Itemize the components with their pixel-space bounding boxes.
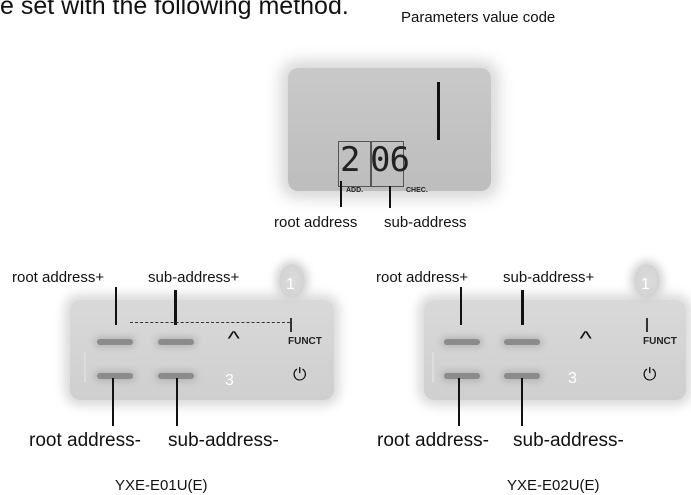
c1-funct-guide [290, 318, 292, 332]
c1-sub-plus-button[interactable] [158, 339, 194, 345]
c2-marker-2: 2 [390, 360, 399, 377]
c2-root-minus-label: root address- [377, 430, 489, 451]
c1-sub-plus-label: sub-address+ [148, 269, 240, 286]
c1-power-icon[interactable]: ⏻ [293, 365, 307, 384]
c2-root-minus-line [458, 378, 460, 426]
c1-marker-2: 2 [44, 360, 53, 377]
chec-label: CHEC. [406, 187, 428, 194]
c2-marker-1: 1 [641, 276, 650, 293]
c2-root-plus-button[interactable] [444, 339, 480, 345]
c2-sub-minus-line [521, 378, 523, 426]
c2-funct-guide [646, 318, 648, 332]
root-digit-frame [338, 141, 371, 187]
sub-address-label: sub-address [384, 214, 467, 231]
c1-root-plus-line [115, 287, 117, 325]
c2-bracket-line [432, 352, 434, 382]
c1-sub-minus-line [176, 378, 178, 426]
c1-root-minus-label: root address- [29, 430, 141, 451]
c2-sub-minus-label: sub-address- [513, 430, 624, 451]
c2-sub-plus-button[interactable] [504, 339, 540, 345]
c1-marker-bump [279, 264, 305, 298]
c1-controller-panel [70, 300, 334, 400]
c2-marker-bump [634, 264, 660, 298]
c2-power-icon[interactable]: ⏻ [643, 365, 657, 384]
parameters-pointer-line [437, 82, 440, 140]
sub-pointer-line [389, 186, 391, 208]
c1-sub-minus-label: sub-address- [168, 430, 279, 451]
c2-funct-label: FUNCT [643, 336, 677, 347]
c1-root-minus-line [112, 378, 114, 426]
c1-dashed-guide [130, 322, 290, 323]
root-address-value: 2 [340, 140, 361, 180]
add-label: ADD. [346, 187, 364, 194]
c2-model-name: YXE-E02U(E) [507, 477, 600, 494]
c2-controller-panel [424, 300, 686, 400]
intro-text: e set with the following method. [0, 0, 349, 20]
c1-sub-plus-line [174, 290, 177, 325]
c2-root-plus-line [460, 287, 462, 325]
c1-root-plus-label: root address+ [12, 269, 105, 286]
c2-root-plus-label: root address+ [376, 269, 469, 286]
c2-up-icon[interactable]: ^ [579, 328, 592, 350]
c1-sub-minus-button[interactable] [158, 373, 194, 379]
lcd-display [288, 68, 491, 191]
c1-root-minus-button[interactable] [97, 373, 133, 379]
sub-address-value: 06 [370, 140, 410, 180]
c2-sub-minus-button[interactable] [504, 373, 540, 379]
c1-up-icon[interactable]: ^ [227, 328, 240, 350]
root-pointer-line [340, 181, 342, 207]
parameters-value-title: Parameters value code [401, 9, 556, 26]
c2-sub-plus-label: sub-address+ [503, 269, 595, 286]
c1-marker-1: 1 [286, 276, 295, 293]
c1-marker-3: 3 [225, 372, 234, 389]
c2-sub-plus-line [521, 290, 524, 325]
root-address-label: root address [274, 214, 358, 231]
c1-model-name: YXE-E01U(E) [115, 477, 208, 494]
c1-root-plus-button[interactable] [97, 339, 133, 345]
c1-funct-label: FUNCT [288, 336, 322, 347]
sub-digit-frame [371, 141, 404, 187]
c2-root-minus-button[interactable] [444, 373, 480, 379]
c1-bracket-line [84, 352, 86, 382]
c2-marker-3: 3 [568, 370, 577, 387]
